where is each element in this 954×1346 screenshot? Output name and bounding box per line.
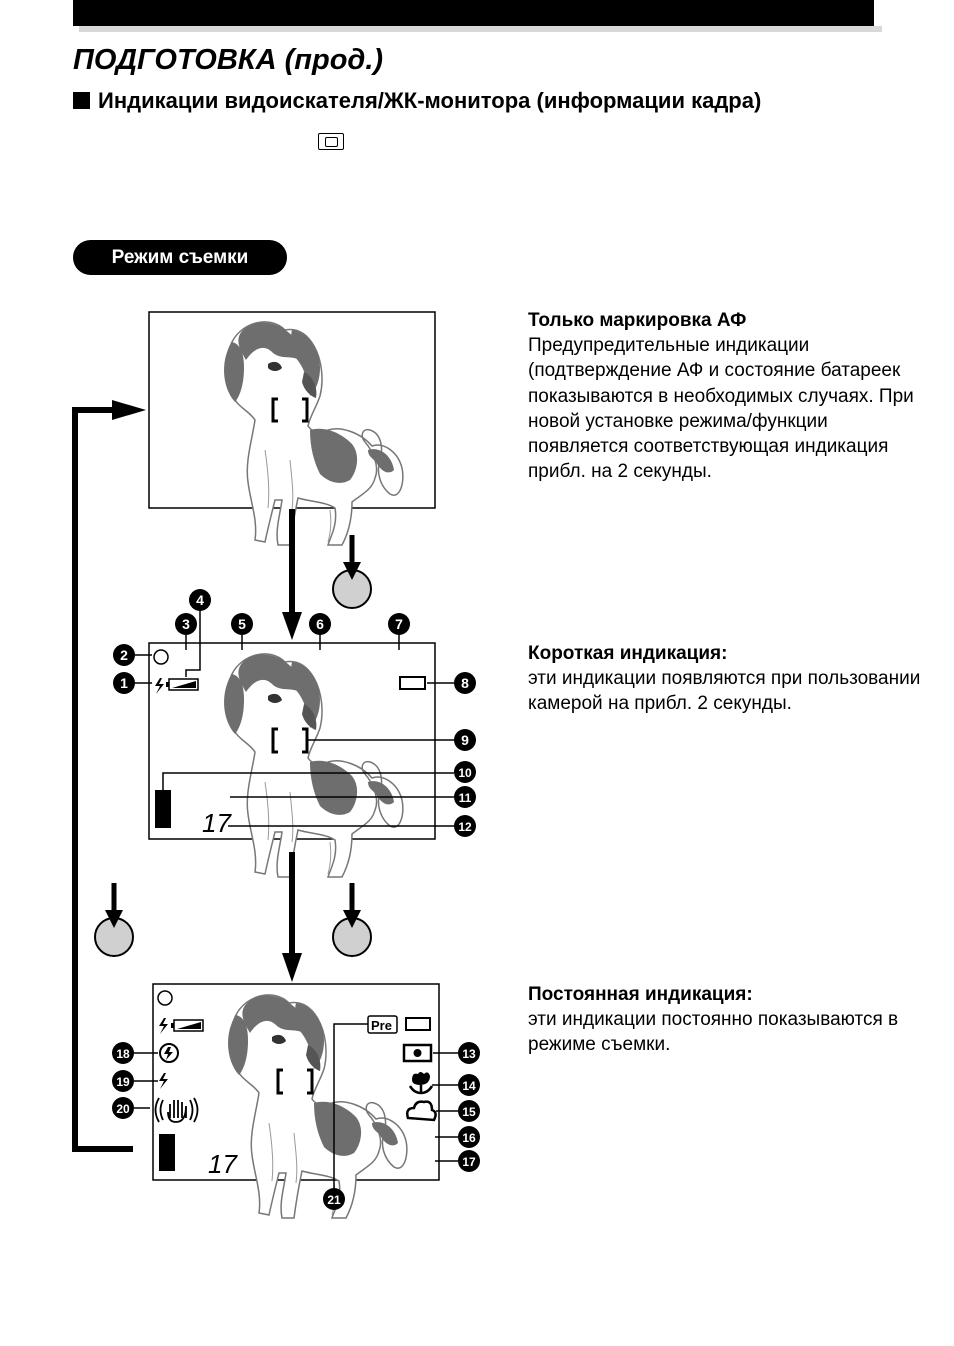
callout-15: 15 [458, 1100, 480, 1122]
svg-text:3: 3 [182, 616, 190, 632]
af-only-body: Предупредительные индикации (подтвержден… [528, 335, 914, 483]
green-lamp-icon [153, 649, 169, 665]
display-button-icon [318, 133, 344, 150]
square-bullet-icon [73, 92, 90, 109]
callout-6: 6 [309, 613, 331, 635]
svg-text:10: 10 [458, 766, 472, 780]
mode-label: Режим съемки [73, 240, 287, 275]
af-mark-icon [271, 397, 309, 423]
callout-1: 1 [113, 672, 135, 694]
callout-19: 19 [112, 1070, 134, 1092]
af-only-description: Только маркировка АФ Предупредительные и… [528, 308, 928, 484]
header-bar [73, 0, 874, 26]
callout-9: 9 [454, 729, 476, 751]
svg-text:12: 12 [458, 820, 472, 834]
svg-text:20: 20 [116, 1102, 130, 1116]
callouts: 1 2 3 4 5 6 7 8 9 10 11 12 13 14 15 16 1… [112, 589, 480, 1210]
svg-text:9: 9 [461, 732, 469, 748]
frame-counter: 17 [202, 808, 232, 838]
return-loop-arrowhead [112, 400, 146, 420]
screen-short-display: 17 [148, 642, 436, 878]
screen-af-only [148, 311, 436, 546]
svg-text:4: 4 [196, 592, 204, 608]
callout-7: 7 [388, 613, 410, 635]
battery-icon [166, 678, 199, 691]
red-eye-flash-icon [159, 1043, 179, 1063]
svg-text:15: 15 [462, 1105, 476, 1119]
record-mode-icon [405, 1017, 431, 1031]
leader-lines-screen-2 [135, 600, 454, 827]
callout-4: 4 [189, 589, 211, 611]
section-subtitle: Индикации видоискателя/ЖК-монитора (инфо… [73, 88, 761, 114]
callout-18: 18 [112, 1042, 134, 1064]
af-mark-icon [271, 727, 309, 754]
svg-text:5: 5 [238, 616, 246, 632]
svg-text:2: 2 [120, 647, 128, 663]
svg-text:8: 8 [461, 675, 469, 691]
svg-text:11: 11 [459, 791, 472, 805]
shake-warning-icon [154, 1097, 199, 1123]
callout-3: 3 [175, 613, 197, 635]
callout-21: 21 [323, 1188, 345, 1210]
callout-20: 20 [112, 1097, 134, 1119]
svg-text:21: 21 [327, 1193, 341, 1207]
return-loop-line [72, 407, 133, 1152]
permanent-description: Постоянная индикация: эти индикации пост… [528, 982, 928, 1058]
page-title: ПОДГОТОВКА (прод.) [73, 44, 384, 76]
svg-text:6: 6 [316, 616, 324, 632]
callout-10: 10 [454, 761, 476, 783]
pre-focus-label: Pre [371, 1018, 392, 1033]
flash-icon [159, 1018, 168, 1034]
battery-icon [171, 1019, 204, 1032]
callout-5: 5 [231, 613, 253, 635]
short-heading: Короткая индикация: [528, 643, 728, 664]
shutter-button-icon [332, 535, 372, 609]
green-lamp-icon [157, 990, 173, 1006]
record-mode-icon [399, 676, 426, 690]
callout-13: 13 [458, 1042, 480, 1064]
short-description: Короткая индикация: эти индикации появля… [528, 641, 928, 717]
memory-gauge-icon [159, 1134, 175, 1171]
macro-icon [408, 1072, 434, 1095]
permanent-heading: Постоянная индикация: [528, 984, 753, 1005]
af-only-heading: Только маркировка АФ [528, 310, 747, 331]
callout-17: 17 [458, 1150, 480, 1172]
white-balance-icon [406, 1100, 437, 1122]
flow-arrow-2-head [282, 953, 302, 982]
metering-icon [402, 1043, 433, 1063]
svg-text:18: 18 [116, 1047, 130, 1061]
svg-text:1: 1 [120, 675, 128, 691]
subtitle-text: Индикации видоискателя/ЖК-монитора (инфо… [98, 88, 762, 113]
flow-arrow-1-head [282, 612, 302, 640]
svg-text:19: 19 [116, 1075, 130, 1089]
svg-text:7: 7 [395, 616, 403, 632]
header-bar-shadow [79, 26, 882, 32]
permanent-body: эти индикации постоянно показываются в р… [528, 1009, 899, 1056]
shutter-button-icon [94, 883, 134, 957]
pre-focus-icon: Pre [367, 1015, 398, 1034]
flash-icon [155, 678, 164, 694]
callout-2: 2 [113, 644, 135, 666]
svg-text:17: 17 [462, 1155, 476, 1169]
svg-text:13: 13 [462, 1047, 476, 1061]
callout-8: 8 [454, 672, 476, 694]
memory-gauge-icon [155, 790, 171, 828]
leader-lines-screen-3 [134, 1023, 458, 1188]
callout-11: 11 [454, 786, 476, 808]
svg-text:16: 16 [462, 1131, 476, 1145]
af-mark-icon [276, 1068, 314, 1095]
callout-12: 12 [454, 815, 476, 837]
svg-text:14: 14 [462, 1079, 476, 1093]
frame-counter: 17 [208, 1149, 238, 1179]
screen-permanent-display: Pre 17 [152, 983, 440, 1219]
callout-16: 16 [458, 1126, 480, 1148]
shutter-button-icon [332, 883, 372, 957]
short-body: эти индикации появляются при пользовании… [528, 668, 921, 715]
fill-in-flash-icon [159, 1073, 168, 1089]
callout-14: 14 [458, 1074, 480, 1096]
